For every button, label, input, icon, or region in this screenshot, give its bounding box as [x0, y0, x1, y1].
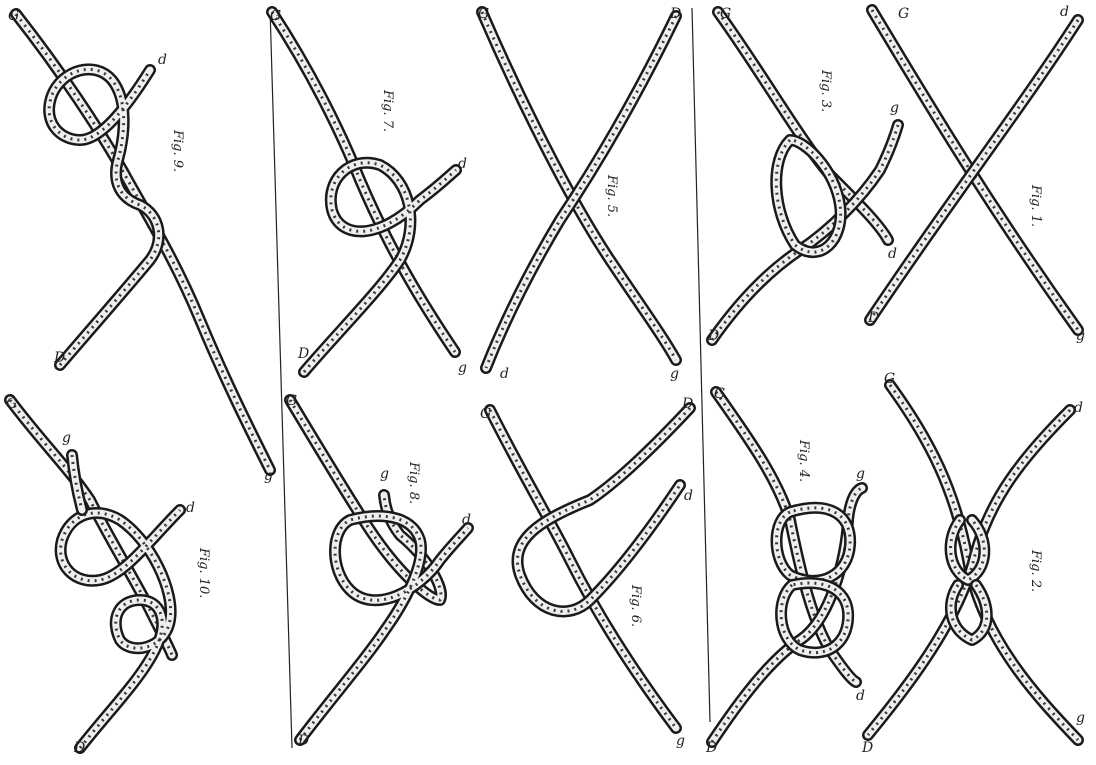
end-label-D: D [297, 346, 309, 362]
figure-caption: Fig. 10. [196, 547, 211, 598]
end-label-G: G [286, 393, 297, 409]
end-label-D: D [669, 6, 681, 22]
figure-caption: Fig. 3. [818, 69, 833, 112]
loop-overhand [776, 140, 840, 252]
figure-caption: Fig. 5. [604, 174, 619, 217]
figure-10-knot: G g d D Fig. 10. [6, 396, 211, 756]
figure-7-loop: G d D g Fig. 7. [270, 8, 467, 376]
end-label-d: d [684, 488, 693, 504]
end-label-D: D [297, 733, 309, 749]
figure-2-reef-twist: G d D g Fig. 2. [861, 371, 1085, 756]
end-label-D: D [861, 740, 873, 756]
figure-9-overhand: G d D g Fig. 9. [8, 8, 273, 484]
figure-caption: Fig. 6. [628, 584, 643, 627]
end-label-D: D [705, 740, 717, 756]
end-label-G: G [898, 6, 909, 22]
end-label-g: g [458, 360, 467, 376]
end-label-D: D [707, 328, 719, 344]
rope-D-g [712, 125, 898, 340]
rope-strand [712, 125, 898, 340]
end-label-d: d [856, 688, 865, 704]
end-label-g: g [380, 466, 389, 482]
end-label-G: G [714, 386, 725, 402]
end-label-g: g [1076, 328, 1085, 344]
figure-8-knot: G g d D Fig. 8. [286, 393, 471, 749]
rope-G-g [10, 400, 172, 655]
end-label-g: g [890, 100, 899, 116]
figure-caption: Fig. 8. [406, 461, 421, 504]
panel-rule-right [692, 8, 710, 722]
end-label-g: g [264, 468, 273, 484]
end-label-D: D [681, 396, 693, 412]
panel-rule-left [270, 8, 292, 748]
end-label-g: g [670, 366, 679, 382]
end-label-G: G [270, 8, 281, 24]
end-label-d: d [462, 512, 471, 528]
rope-D-d [304, 163, 456, 372]
end-label-D: D [867, 310, 879, 326]
end-label-d: d [500, 366, 509, 382]
figure-1-crossed-ropes: G d D g Fig. 1. [867, 4, 1085, 344]
figure-caption: Fig. 4. [796, 439, 811, 482]
end-label-g: g [856, 466, 865, 482]
end-label-g: g [62, 430, 71, 446]
end-g-stub [72, 455, 82, 510]
twist-loop-lower [951, 585, 987, 640]
end-label-G: G [884, 371, 895, 387]
figure-caption: Fig. 1. [1028, 184, 1043, 227]
end-label-G: G [6, 396, 17, 412]
end-label-G: G [478, 6, 489, 22]
end-label-d: d [158, 52, 167, 68]
figure-caption: Fig. 7. [380, 89, 395, 132]
figure-4-square-knot: G g D d Fig. 4. [705, 386, 865, 756]
rope-G-d [718, 12, 888, 240]
figure-3-half-knot: G g D d Fig. 3. [707, 6, 899, 344]
end-label-d: d [186, 500, 195, 516]
end-label-D: D [73, 740, 85, 756]
figure-caption: Fig. 2. [1028, 549, 1043, 592]
end-label-d: d [1074, 400, 1083, 416]
loop-upper [777, 508, 851, 581]
end-label-d: d [1060, 4, 1069, 20]
figure-caption: Fig. 9. [170, 129, 185, 172]
end-label-G: G [720, 6, 731, 22]
end-label-G: G [480, 406, 491, 422]
end-label-g: g [1076, 710, 1085, 726]
figure-5-crossed-ropes: G D d g Fig. 5. [478, 6, 681, 382]
end-label-g: g [676, 733, 685, 749]
rope-outline [10, 400, 172, 655]
end-label-d: d [458, 156, 467, 172]
end-label-D: D [53, 350, 65, 366]
end-label-d: d [888, 246, 897, 262]
figure-6-bight: G D d g Fig. 6. [480, 396, 693, 749]
end-label-G: G [8, 8, 19, 24]
